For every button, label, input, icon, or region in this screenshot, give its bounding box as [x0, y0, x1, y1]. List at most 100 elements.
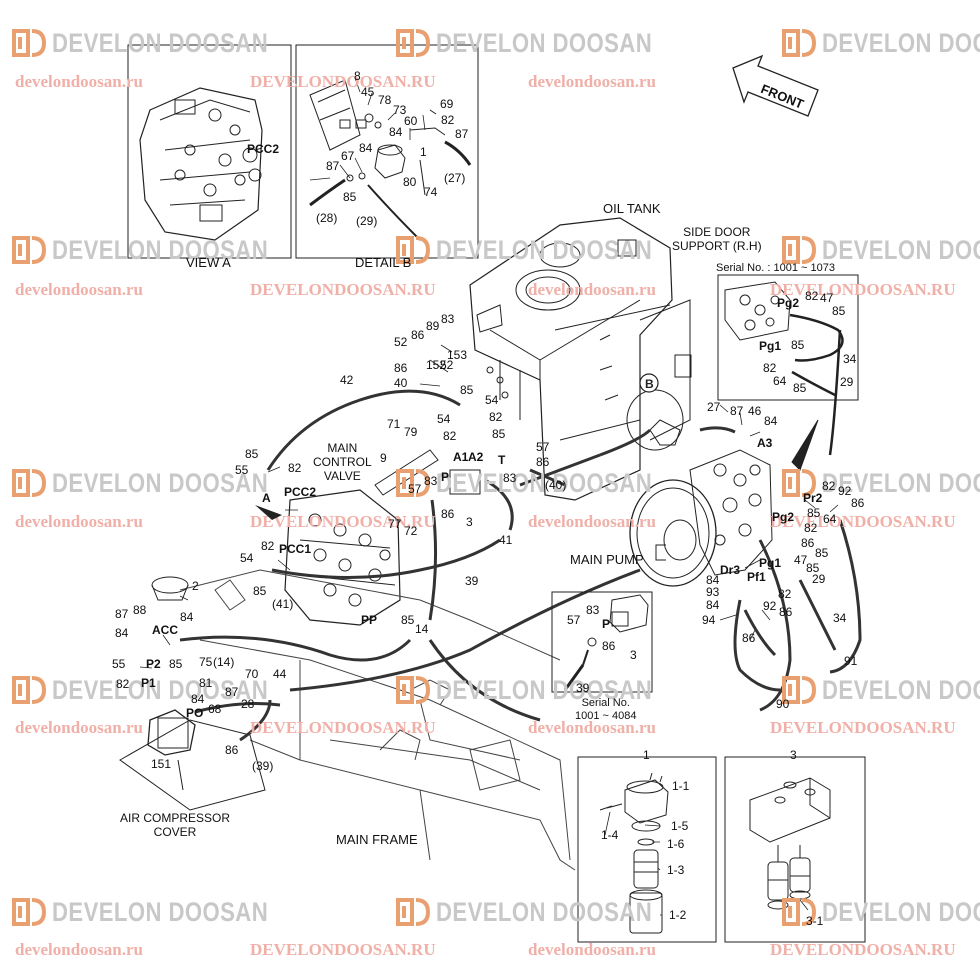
brand-name-text: DEVELON DOOSAN — [436, 234, 653, 265]
port-label: Pr2 — [803, 491, 823, 505]
callout: 2 — [192, 579, 199, 593]
air-compressor-cover-illustration — [119, 576, 266, 811]
port-label: Pg2 — [777, 296, 800, 310]
callout: 77 — [388, 517, 402, 531]
brand-name-text: DEVELON DOOSAN — [52, 27, 269, 58]
port-label: P — [602, 617, 611, 631]
callout: 86 — [742, 631, 756, 645]
port-label: T — [498, 453, 506, 467]
doosan-logo-icon — [782, 236, 816, 264]
callout: 52 — [394, 335, 408, 349]
callout: PCC2 — [247, 142, 280, 156]
callout: 14 — [415, 622, 429, 636]
part-3-exploded-illustration — [724, 756, 866, 943]
leader-lines — [139, 77, 839, 916]
callout: 86 — [394, 361, 408, 375]
callout: 83 — [441, 312, 455, 326]
callout: 86 — [851, 496, 865, 510]
view-a-marker: A — [262, 491, 271, 505]
brand-name-text: DEVELON DOOSAN — [822, 674, 980, 705]
doosan-logo-icon — [396, 29, 430, 57]
callout: (39) — [252, 759, 274, 773]
url-watermark: DEVELONDOOSAN.RU — [770, 940, 956, 959]
callout: 87 — [225, 685, 239, 699]
callout: 93 — [706, 585, 720, 599]
callout: 52 — [440, 358, 454, 372]
brand-logo-watermark: DEVELON DOOSAN — [396, 235, 700, 265]
callout: 28 — [241, 697, 255, 711]
callout: 89 — [426, 319, 440, 333]
callout: 92 — [763, 599, 777, 613]
callout: 39 — [576, 681, 590, 695]
doosan-logo-icon — [12, 29, 46, 57]
callout: (41) — [272, 597, 294, 611]
callout: 85 — [492, 427, 506, 441]
part-label: 1-6 — [667, 837, 685, 851]
callout: 85 — [807, 506, 821, 520]
main-pump-label: MAIN PUMP — [570, 552, 644, 567]
callout: 85 — [806, 561, 820, 575]
brand-name-text: DEVELON DOOSAN — [436, 896, 653, 927]
callout: 85 — [460, 383, 474, 397]
doosan-logo-icon — [782, 676, 816, 704]
callout: 80 — [403, 175, 417, 189]
callout: 82 — [804, 521, 818, 535]
part-label: 1-5 — [671, 819, 689, 833]
callout: 84 — [706, 598, 720, 612]
port-label: P — [441, 470, 450, 484]
callout: 75 — [199, 655, 213, 669]
callout: 64 — [773, 374, 787, 388]
callout: 151 — [151, 757, 172, 771]
callout: 86 — [441, 507, 455, 521]
callout: 153 — [447, 348, 468, 362]
callout: (14) — [213, 655, 235, 669]
callout: 40 — [394, 376, 408, 390]
callout: 73 — [393, 103, 407, 117]
doosan-logo-icon — [12, 898, 46, 926]
doosan-logo-icon — [12, 236, 46, 264]
url-watermark: develondoosan.ru — [528, 280, 656, 299]
brand-logo-watermark: DEVELON DOOSAN — [782, 897, 980, 927]
callout: 72 — [404, 524, 418, 538]
callout: 54 — [437, 412, 451, 426]
doosan-logo-icon — [782, 898, 816, 926]
callout: 39 — [465, 574, 479, 588]
url-watermark: DEVELONDOOSAN.RU — [250, 718, 436, 737]
url-watermark: DEVELONDOOSAN.RU — [250, 512, 436, 531]
brand-name-text: DEVELON DOOSAN — [822, 467, 980, 498]
callout: 82 — [288, 461, 302, 475]
callout: (28) — [316, 211, 338, 225]
view-a-title: VIEW A — [186, 255, 231, 270]
doosan-logo-icon — [782, 29, 816, 57]
doosan-logo-icon — [782, 469, 816, 497]
callout: 29 — [840, 375, 854, 389]
oil-tank-illustration — [469, 217, 692, 501]
port-label: PCC1 — [279, 542, 312, 556]
url-watermark: develondoosan.ru — [15, 940, 143, 959]
doosan-logo-icon — [396, 469, 430, 497]
callout: 87 — [730, 404, 744, 418]
callout: 83 — [503, 471, 517, 485]
url-watermark: develondoosan.ru — [528, 718, 656, 737]
callout: 83 — [424, 474, 438, 488]
callout: 82 — [489, 410, 503, 424]
callout: 86 — [801, 536, 815, 550]
callout: 45 — [361, 85, 375, 99]
brand-name-text: DEVELON DOOSAN — [822, 27, 980, 58]
callout: 85 — [253, 584, 267, 598]
url-watermark: DEVELONDOOSAN.RU — [250, 940, 436, 959]
url-watermark: develondoosan.ru — [528, 72, 656, 91]
callout: 85 — [815, 546, 829, 560]
callout: 9 — [380, 451, 387, 465]
port-label: Pf1 — [747, 570, 766, 584]
callout: 29 — [812, 572, 826, 586]
url-watermark: DEVELONDOOSAN.RU — [250, 72, 436, 91]
callout: (29) — [356, 214, 378, 228]
view-a-arrow-icon — [255, 505, 282, 520]
callout: 74 — [424, 185, 438, 199]
brand-logo-watermark: DEVELON DOOSAN — [396, 897, 700, 927]
port-label: Dr3 — [720, 563, 741, 577]
callout: 64 — [823, 512, 837, 526]
callout: 84 — [764, 414, 778, 428]
